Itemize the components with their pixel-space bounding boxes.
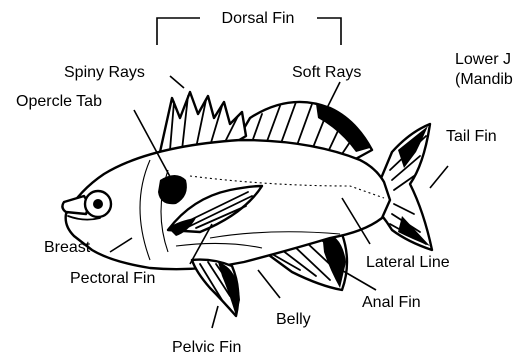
label-lower-jaw-line1: Lower J (455, 51, 511, 68)
label-lower-jaw-line2: (Mandib (455, 71, 513, 88)
label-spiny-rays: Spiny Rays (64, 64, 145, 81)
label-opercle-tab: Opercle Tab (16, 93, 102, 110)
label-pectoral-fin: Pectoral Fin (70, 270, 155, 287)
label-lateral-line: Lateral Line (366, 254, 450, 271)
pelvic-fin (192, 260, 240, 316)
label-anal-fin: Anal Fin (362, 294, 421, 311)
label-belly: Belly (276, 311, 311, 328)
label-dorsal-fin: Dorsal Fin (222, 10, 295, 27)
label-soft-rays: Soft Rays (292, 64, 361, 81)
label-pelvic-fin: Pelvic Fin (172, 339, 241, 356)
label-tail-fin: Tail Fin (446, 128, 497, 145)
label-breast: Breast (44, 239, 91, 256)
